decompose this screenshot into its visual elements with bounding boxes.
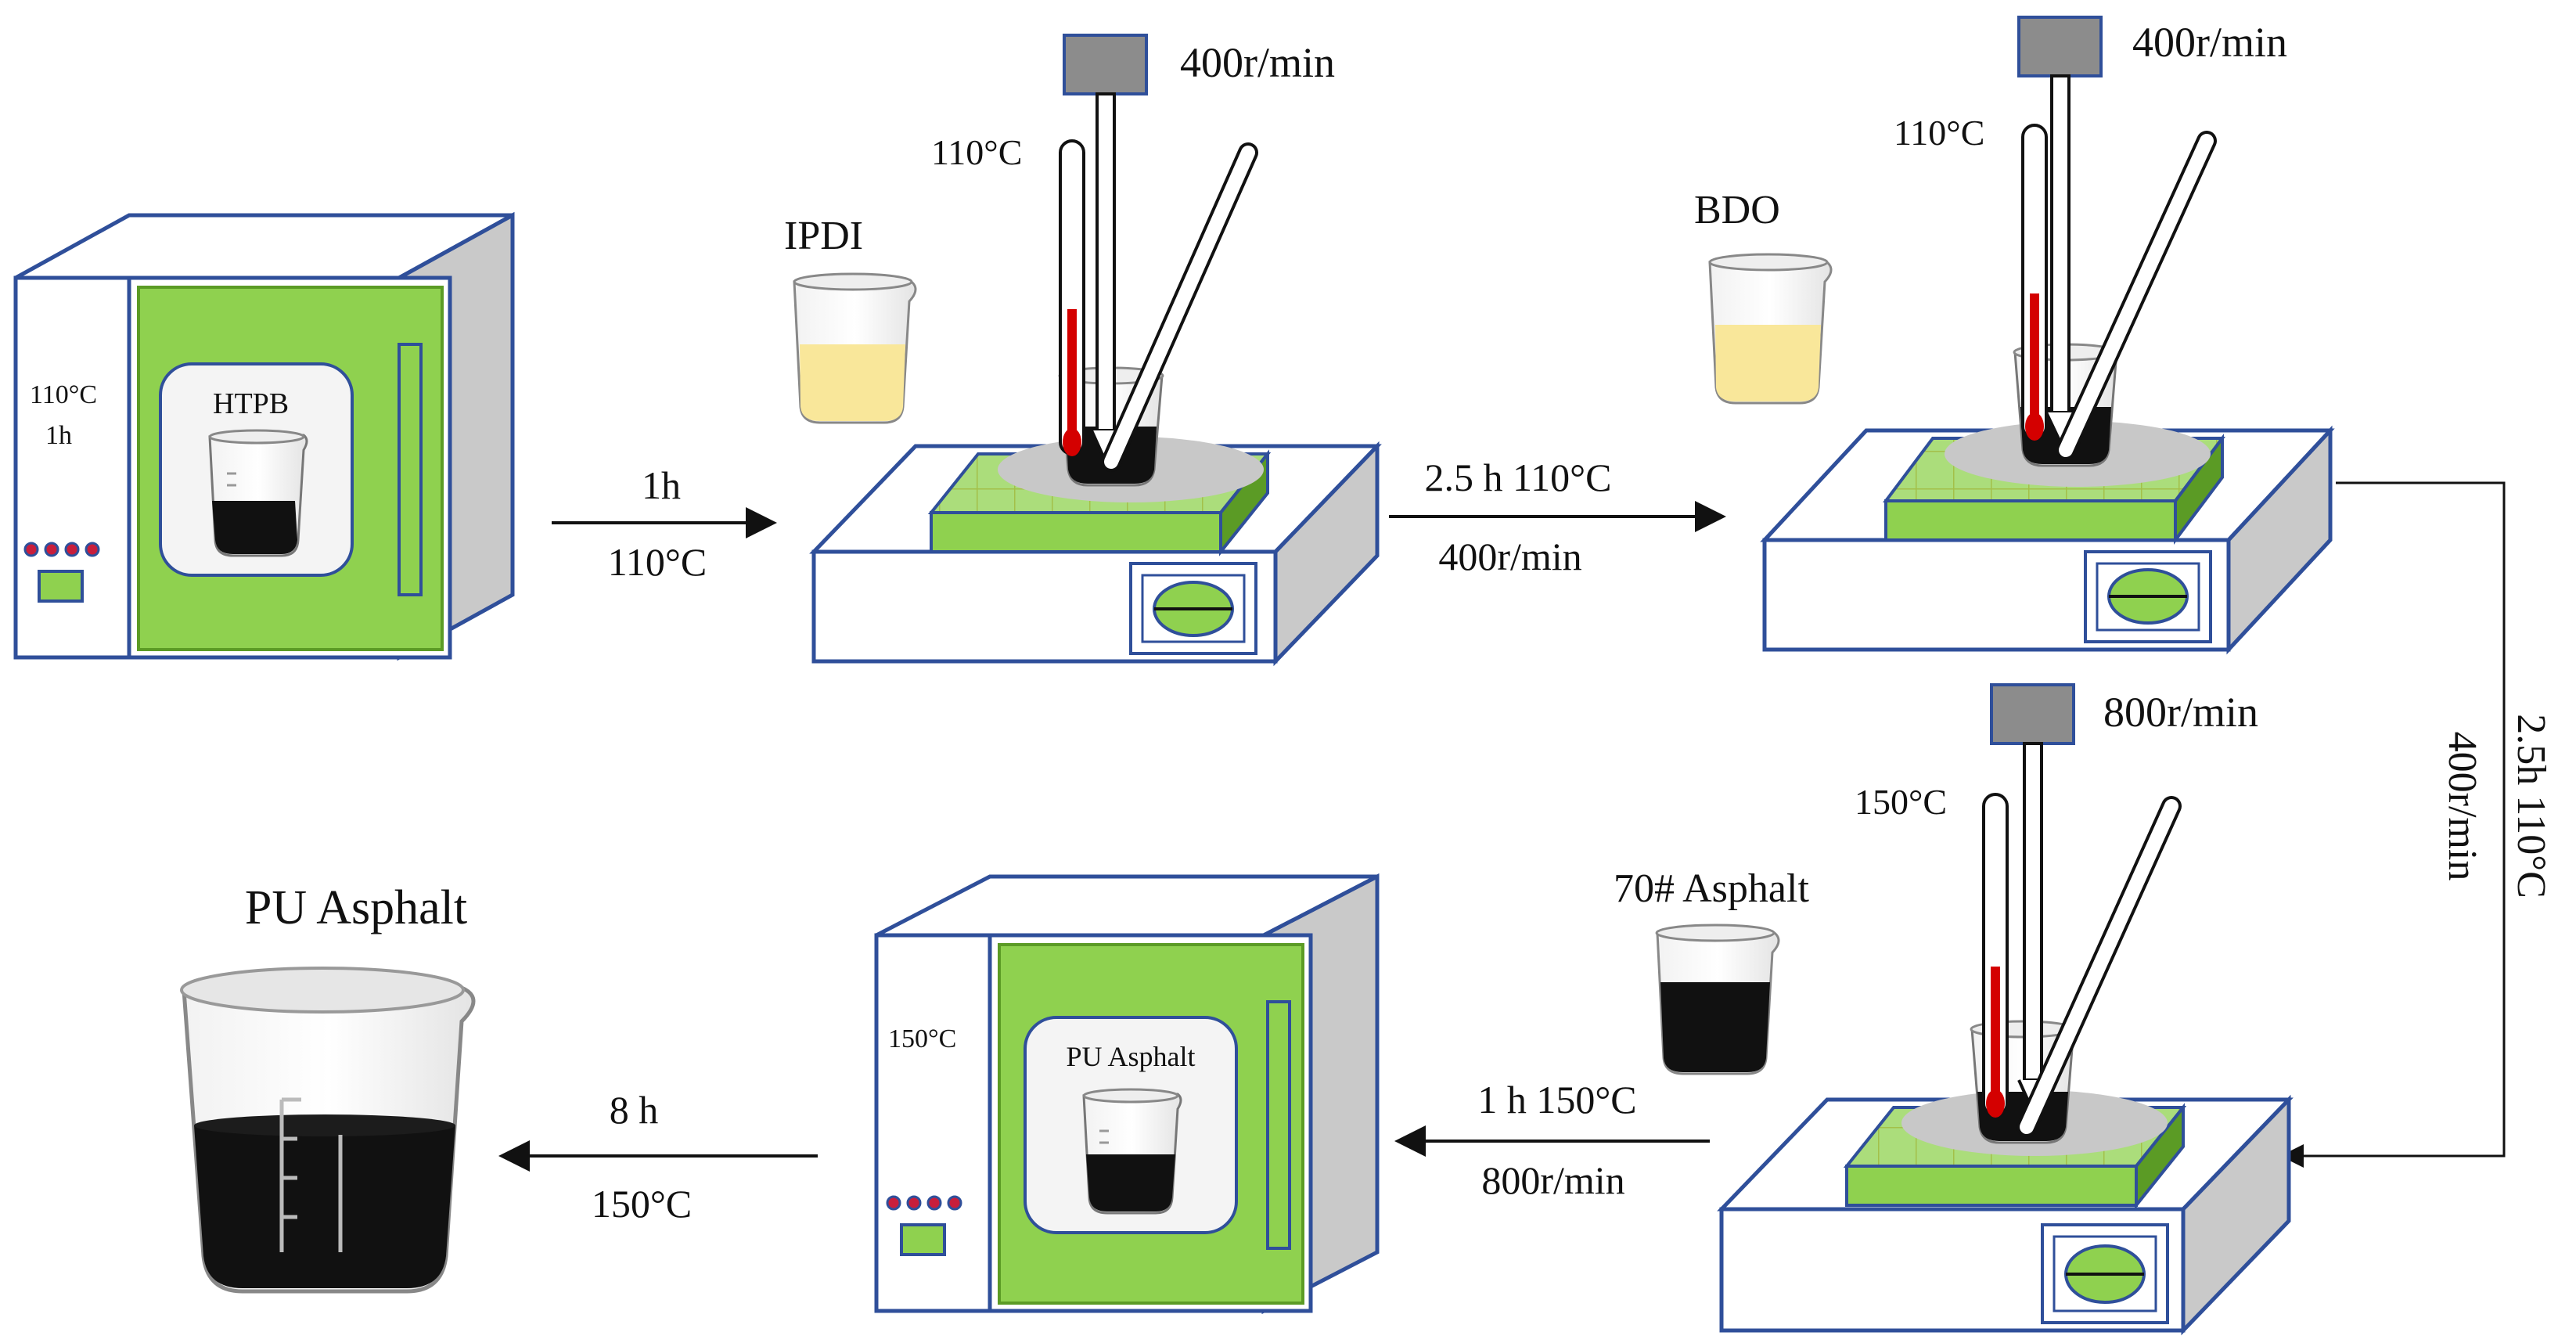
beaker-icon bbox=[1655, 924, 1780, 1075]
overhead-stirrer-motor-icon bbox=[2017, 16, 2103, 446]
arrow1-bottom: 110°C bbox=[608, 540, 707, 584]
thermometer-icon bbox=[1101, 142, 1258, 472]
step2-speed: 400r/min bbox=[2132, 19, 2287, 66]
thermometer-icon bbox=[1982, 793, 2009, 1118]
arrow5-bottom: 150°C bbox=[592, 1182, 692, 1226]
thermometer-icon bbox=[2017, 796, 2182, 1137]
step2-temp: 110°C bbox=[1894, 113, 1984, 153]
arrow4-top: 1 h 150°C bbox=[1477, 1078, 1636, 1122]
oven2-sample-label: PU Asphalt bbox=[1066, 1041, 1195, 1072]
magnetic-stirrer-icon bbox=[1717, 1090, 2294, 1336]
beaker-icon bbox=[1082, 1088, 1182, 1215]
magnetic-stirrer-icon bbox=[1760, 421, 2335, 655]
thermometer-icon bbox=[2056, 131, 2217, 460]
step1-reagent: IPDI bbox=[784, 214, 863, 258]
step3-reagent: 70# Asphalt bbox=[1614, 866, 1809, 911]
oven2-temp: 150°C bbox=[888, 1024, 956, 1053]
thermometer-icon bbox=[1059, 139, 1085, 456]
beaker-icon bbox=[793, 272, 917, 424]
step1-speed: 400r/min bbox=[1180, 39, 1335, 86]
magnetic-stirrer-icon bbox=[809, 437, 1382, 667]
arrow-icon bbox=[2280, 481, 2506, 1168]
overhead-stirrer-motor-icon bbox=[1063, 34, 1148, 466]
arrow5-top: 8 h bbox=[610, 1088, 659, 1132]
beaker-icon bbox=[208, 429, 308, 557]
oven1-temp: 110°C bbox=[30, 380, 97, 409]
oven1-time: 1h bbox=[45, 421, 72, 450]
arrow2-bottom: 400r/min bbox=[1438, 535, 1581, 578]
beaker-icon bbox=[1708, 253, 1833, 405]
drying-oven-icon bbox=[874, 873, 1380, 1315]
product-title: PU Asphalt bbox=[245, 881, 467, 934]
arrow2-top: 2.5 h 110°C bbox=[1425, 455, 1612, 499]
beaker-icon bbox=[180, 967, 476, 1294]
thermometer-icon bbox=[2021, 124, 2048, 441]
step1-temp: 110°C bbox=[931, 132, 1022, 172]
step3-speed: 800r/min bbox=[2103, 689, 2258, 736]
arrow3-outer: 2.5h 110°C bbox=[2509, 714, 2553, 898]
oven1-sample-label: HTPB bbox=[213, 387, 289, 420]
step2-reagent: BDO bbox=[1694, 188, 1780, 232]
arrow3-inner: 400r/min bbox=[2440, 732, 2484, 881]
step3-temp: 150°C bbox=[1855, 782, 1947, 822]
arrow4-bottom: 800r/min bbox=[1481, 1158, 1624, 1202]
arrow1-top: 1h bbox=[642, 463, 681, 507]
